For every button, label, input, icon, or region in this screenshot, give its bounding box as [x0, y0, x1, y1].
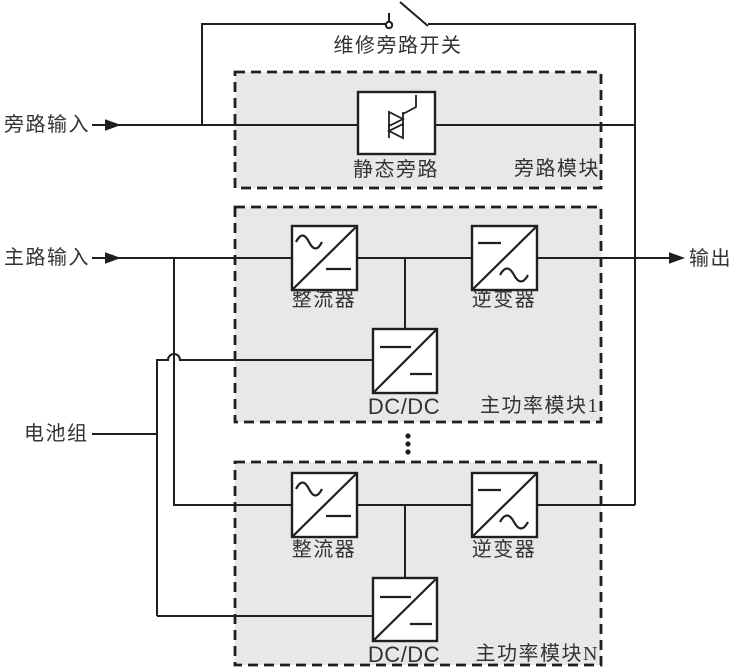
inverter-n-icon: [471, 472, 538, 538]
switch-hinge-circle: [384, 20, 394, 30]
inverter-1-label: 逆变器: [471, 289, 537, 311]
static-bypass-label: 静态旁路: [353, 159, 439, 181]
inverter-n-label: 逆变器: [471, 539, 537, 561]
main-input-label: 主路输入: [4, 247, 90, 269]
modules-continuation-ellipsis-icon: [405, 433, 411, 455]
dcdc-n-label: DC/DC: [367, 642, 441, 667]
main-input-arrowhead: [105, 252, 121, 264]
output-label: 输出: [689, 248, 732, 270]
maintenance-bypass-wire-left: [201, 23, 386, 125]
output-arrowhead: [669, 252, 685, 264]
maintenance-bypass-switch-label: 维修旁路开关: [333, 35, 463, 57]
dcdc-1-icon: [372, 328, 438, 394]
switch-blade: [399, 1, 429, 27]
bypass-input-arrowhead: [105, 119, 121, 131]
inverter-1-icon: [471, 225, 538, 291]
rectifier-n-label: 整流器: [291, 539, 357, 561]
bypass-input-label: 旁路输入: [4, 114, 90, 136]
battery-label: 电池组: [24, 423, 89, 445]
converter-glyphs: [291, 225, 538, 642]
maintenance-bypass-wire-right-and-output-bus: [428, 23, 636, 505]
main-input-bus-to-module-n: [173, 258, 292, 506]
dcdc-1-label: DC/DC: [367, 394, 441, 419]
bypass-module-title: 旁路模块: [514, 158, 600, 180]
wires: [92, 1, 679, 617]
main-power-module-1-title: 主功率模块1: [480, 395, 599, 417]
battery-bus-with-hop: [156, 353, 373, 616]
rectifier-1-icon: [291, 225, 358, 291]
rectifier-1-label: 整流器: [291, 289, 357, 311]
dcdc-n-icon: [372, 577, 438, 642]
static-bypass-triac-icon: [386, 95, 417, 140]
main-power-module-n-title: 主功率模块N: [475, 643, 599, 665]
rectifier-n-icon: [291, 472, 358, 538]
